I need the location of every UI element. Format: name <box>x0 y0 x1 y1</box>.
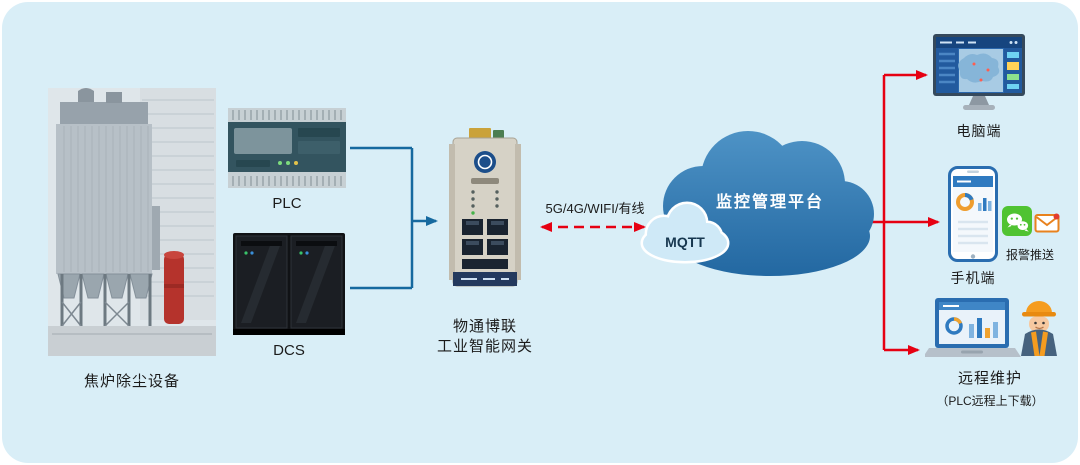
plc-dcs-bus-line <box>350 146 414 290</box>
pc-label: 电脑端 <box>956 123 1002 139</box>
monitor-stand <box>969 96 989 105</box>
terminal-strip-bottom <box>232 176 342 186</box>
gateway-label-line1: 物通博联 <box>452 318 517 335</box>
wireless-link-label: 5G/4G/WIFI/有线 <box>545 201 645 216</box>
mobile-label: 手机端 <box>950 270 996 286</box>
gateway-label-line2: 工业智能网关 <box>436 338 533 355</box>
laptop-icon <box>925 298 1021 357</box>
remote-maintenance-sublabel: （PLC远程上下载） <box>936 394 1044 408</box>
plc-label: PLC <box>272 195 302 212</box>
pc-monitor-icon <box>933 34 1025 110</box>
gateway-image <box>449 128 521 287</box>
gateway-ethernet-ports <box>462 219 508 269</box>
engineer-icon <box>1021 301 1057 356</box>
mqtt-cloud-icon: MQTT <box>640 201 730 264</box>
mobile-phone-icon <box>948 166 998 262</box>
dcs-image <box>233 233 345 335</box>
corrugation-lines <box>63 126 149 272</box>
remote-maintenance-icon <box>925 298 1057 357</box>
platform-cloud-icon: 监控管理平台 <box>663 131 874 276</box>
remote-maintenance-label: 远程维护 <box>957 370 1022 387</box>
platform-label: 监控管理平台 <box>716 192 824 211</box>
gateway-label: 物通博联 工业智能网关 <box>405 317 565 357</box>
mqtt-label: MQTT <box>665 234 705 250</box>
terminal-strip-top <box>232 110 342 120</box>
mail-icon <box>1034 213 1060 233</box>
dust-collector-image <box>48 88 216 356</box>
gateway-terminal-block <box>469 128 491 139</box>
dcs-label: DCS <box>273 342 305 359</box>
gateway-led-indicators <box>471 190 499 208</box>
alert-push-label: 报警推送 <box>1005 248 1054 262</box>
wechat-icon <box>1002 206 1032 236</box>
plc-image <box>228 108 346 188</box>
equipment-label: 焦炉除尘设备 <box>83 373 180 390</box>
red-tank <box>164 254 184 324</box>
gateway-logo <box>474 151 496 173</box>
